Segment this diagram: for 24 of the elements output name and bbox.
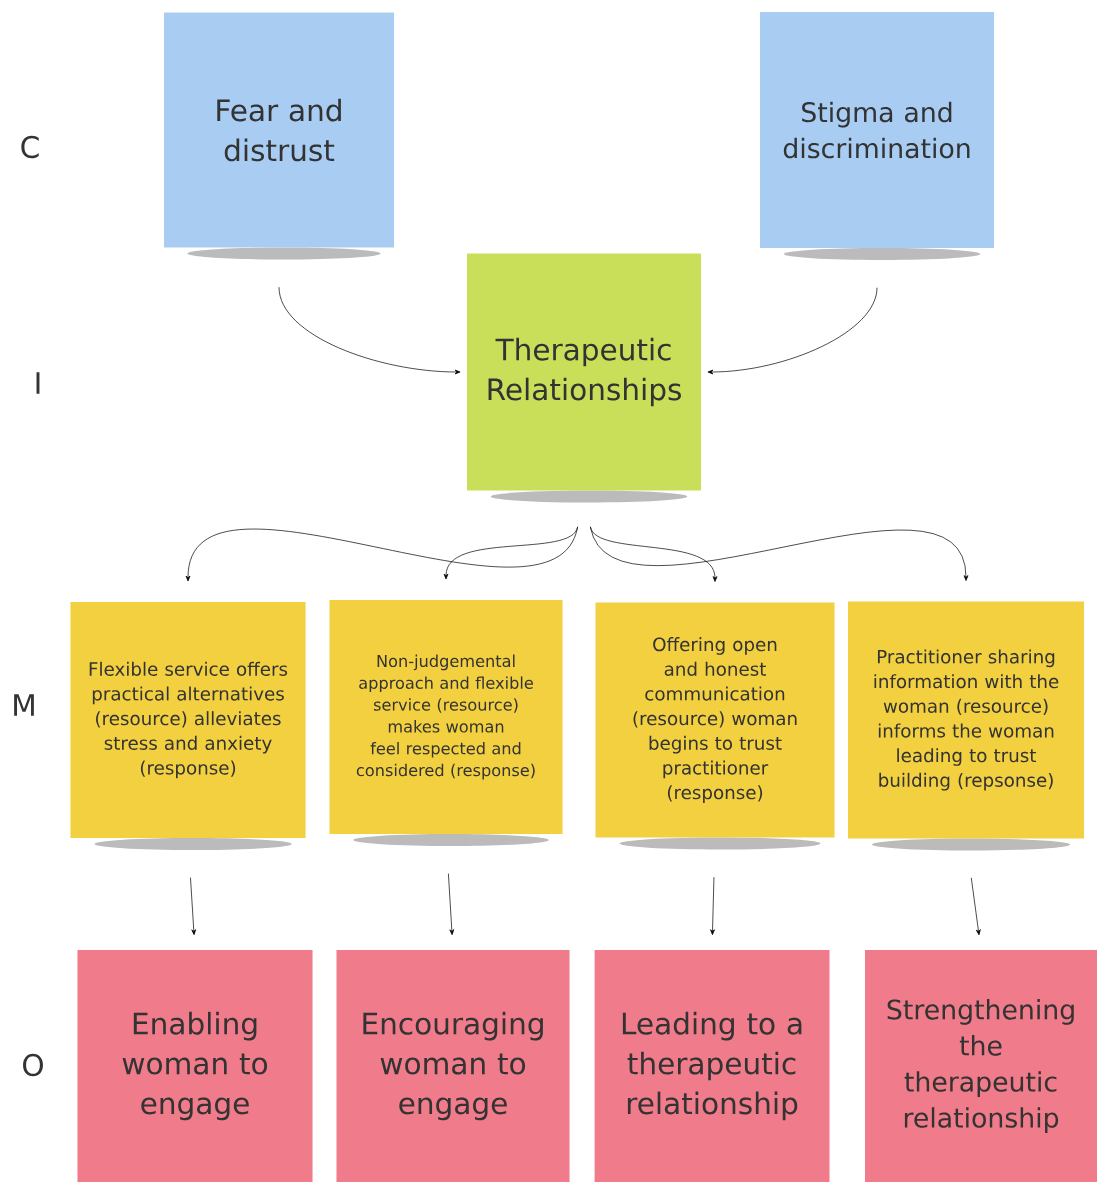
arrow <box>443 526 578 580</box>
arrow <box>448 873 455 936</box>
sticky-note: Leading to a therapeutic relationship <box>594 950 830 1182</box>
arrow <box>710 876 715 936</box>
sticky-note: Enabling woman to engage <box>77 950 313 1182</box>
arrow <box>185 526 578 582</box>
sticky-note: Practitioner sharing information with the woman (resource) informs the woman leading to trust building (repsonse) <box>848 601 1085 839</box>
arrow <box>590 526 969 581</box>
row-label: C <box>21 135 39 159</box>
arrow <box>707 287 878 375</box>
arrow <box>190 877 197 936</box>
sticky-note: Strengthening the therapeutic relationship <box>865 950 1097 1182</box>
row-label: O <box>23 1053 43 1077</box>
sticky-note: Fear and distrust <box>163 12 395 248</box>
sticky-note: Offering open and honest communication (resource) woman begins to trust practitioner (response) <box>595 602 835 838</box>
sticky-note: Encouraging woman to engage <box>336 950 570 1182</box>
arrow <box>278 286 461 375</box>
row-label: M <box>14 694 34 716</box>
sticky-note: Therapeutic Relationships <box>467 253 702 491</box>
row-label: I <box>36 372 40 394</box>
sticky-note: Non-judgemental approach and flexible service (resource) makes woman feel respected and considered (response) <box>329 600 563 835</box>
arrow <box>970 877 981 936</box>
sticky-note: Flexible service offers practical alternatives (resource) alleviates stress and anxiety (response) <box>70 602 306 839</box>
sticky-note: Stigma and discrimination <box>760 11 995 249</box>
